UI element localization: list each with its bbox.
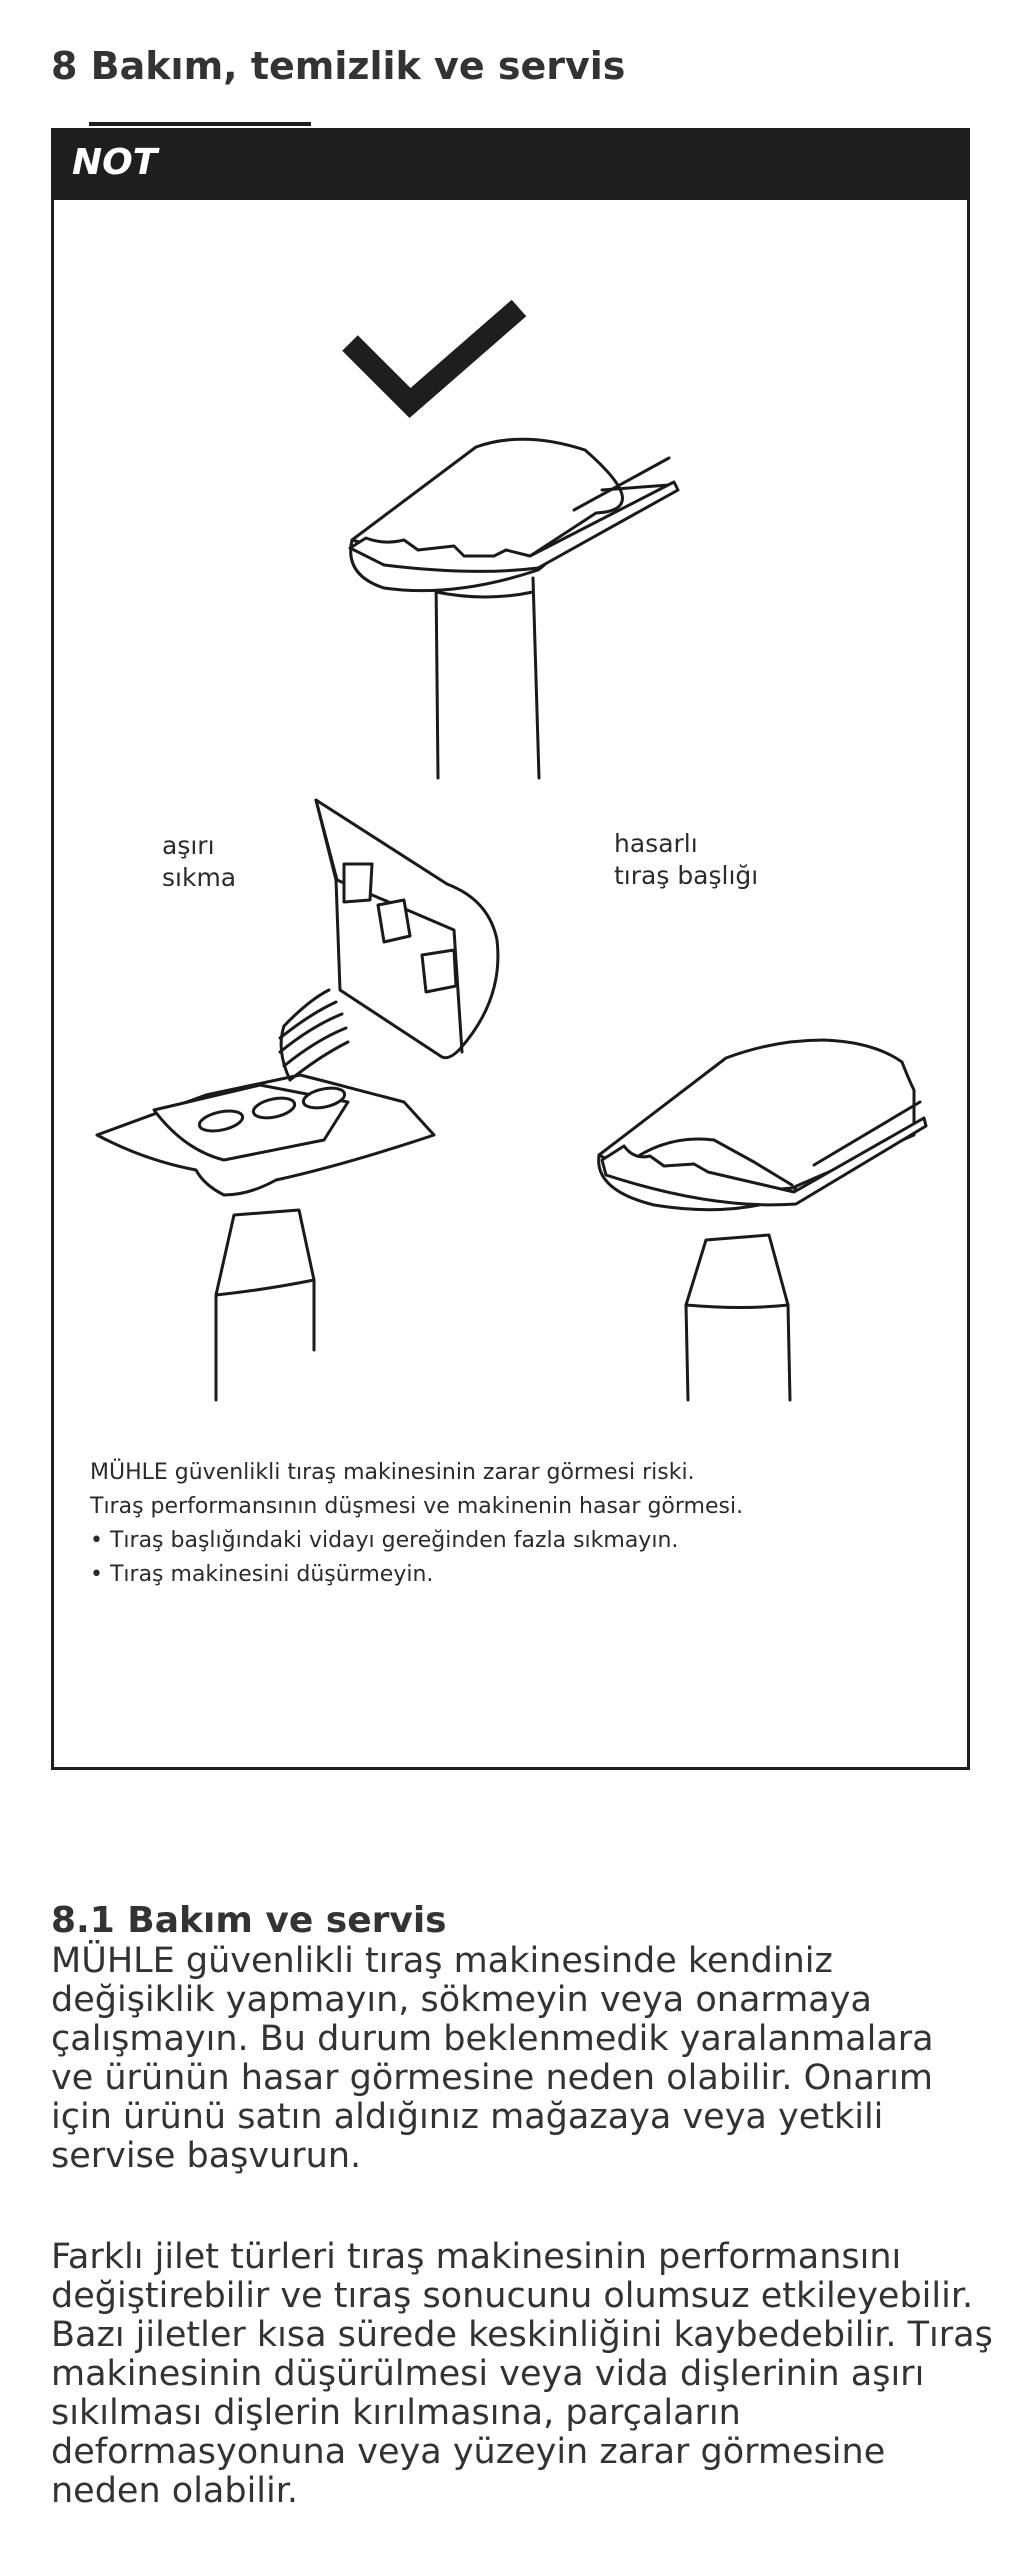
razor-head-correct xyxy=(348,437,680,780)
subsection-title: 8.1 Bakım ve servis xyxy=(51,1900,447,1941)
damaged-head-label-line1: hasarlı xyxy=(614,829,698,858)
paragraph-blades: Farklı jilet türleri tıraş makinesinin p… xyxy=(51,2237,993,2511)
section-title: 8 Bakım, temizlik ve servis xyxy=(51,44,626,88)
paragraph-line: için ürünü satın aldığınız mağazaya veya… xyxy=(51,2097,884,2137)
overtighten-label-line2: sıkma xyxy=(162,863,237,892)
bullet-item: Tıraş makinesini düşürmeyin. xyxy=(90,1558,743,1592)
damaged-head-label: hasarlı tıraş başlığı xyxy=(614,828,758,892)
paragraph-line: sıkılması dişlerin kırılmasına, parçalar… xyxy=(51,2393,741,2433)
screw-thread-icon xyxy=(278,988,350,1082)
paragraph-line: Farklı jilet türleri tıraş makinesinin p… xyxy=(51,2237,902,2277)
note-header: NOT xyxy=(54,122,967,200)
bullet-item: Tıraş başlığındaki vidayı gereğinden faz… xyxy=(90,1524,743,1558)
damaged-head-label-line2: tıraş başlığı xyxy=(614,861,759,890)
note-box: NOT xyxy=(51,122,970,1770)
risk-text: MÜHLE güvenlikli tıraş makinesinin zarar… xyxy=(90,1456,743,1592)
risk-line: MÜHLE güvenlikli tıraş makinesinin zarar… xyxy=(90,1460,695,1485)
razor-overtightened xyxy=(95,798,500,1402)
paragraph-maintenance: MÜHLE güvenlikli tıraş makinesinde kendi… xyxy=(51,1942,981,2176)
paragraph-line: değişiklik yapmayın, sökmeyin veya onarm… xyxy=(51,1980,872,2020)
paragraph-line: deformasyonuna veya yüzeyin zarar görmes… xyxy=(51,2432,886,2472)
note-header-tab xyxy=(89,122,311,126)
razor-illustration xyxy=(95,299,928,1402)
paragraph-line: değiştirebilir ve tıraş sonucunu olumsuz… xyxy=(51,2276,974,2316)
overtighten-label: aşırı sıkma xyxy=(162,830,236,894)
paragraph-line: neden olabilir. xyxy=(51,2471,299,2511)
paragraph-line: ve ürünün hasar görmesine neden olabilir… xyxy=(51,2058,934,2098)
note-label: NOT xyxy=(72,142,158,183)
overtighten-label-line1: aşırı xyxy=(162,831,215,860)
paragraph-line: makinesinin düşürülmesi veya vida dişler… xyxy=(51,2354,925,2394)
razor-head-damaged xyxy=(597,1038,928,1402)
checkmark-icon xyxy=(342,299,527,419)
paragraph-line: çalışmayın. Bu durum beklenmedik yaralan… xyxy=(51,2019,934,2059)
paragraph-line: Bazı jiletler kısa sürede keskinliğini k… xyxy=(51,2315,993,2355)
paragraph-line: MÜHLE güvenlikli tıraş makinesinde kendi… xyxy=(51,1941,833,1981)
risk-line: Tıraş performansının düşmesi ve makineni… xyxy=(90,1494,744,1519)
paragraph-line: servise başvurun. xyxy=(51,2136,362,2176)
